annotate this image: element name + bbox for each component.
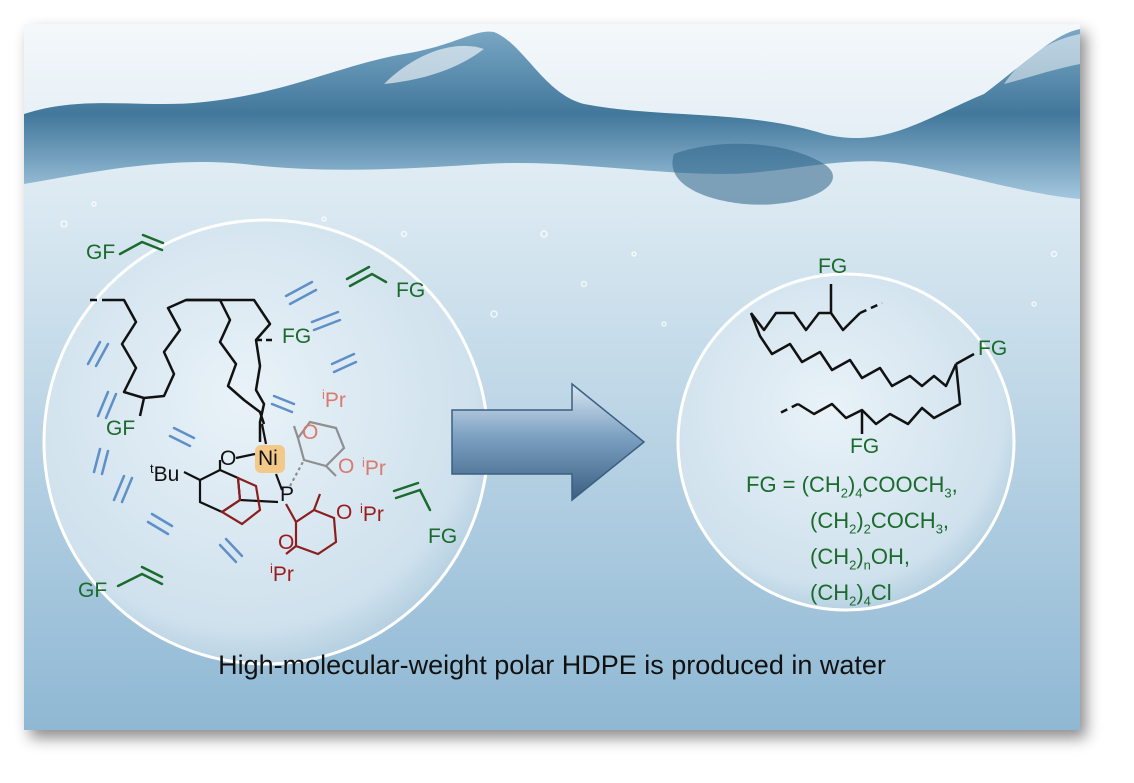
fg-definition-line-4: (CH2)4Cl bbox=[810, 580, 892, 609]
oxygen-right-label: O bbox=[336, 501, 353, 524]
monomer-label-fg-top-right: FG bbox=[396, 279, 426, 302]
figure-caption: High-molecular-weight polar HDPE is prod… bbox=[218, 650, 886, 680]
oxygen-mid-label: O bbox=[338, 455, 355, 478]
fg-definition-line-2: (CH2)2COCH3, bbox=[810, 508, 950, 537]
product-label-fg-mid: FG bbox=[978, 337, 1008, 360]
ipr-right-label: iPr bbox=[360, 501, 384, 526]
ni-highlight bbox=[255, 445, 285, 473]
figure-frame: GF FG FG GF FG GF Ni O P tBu O iPr O iPr… bbox=[24, 24, 1080, 730]
oxygen-upper-label: O bbox=[302, 421, 319, 444]
product-polymer-chain bbox=[749, 284, 975, 434]
polymer-chain bbox=[90, 298, 276, 442]
fg-definition-line-3: (CH2)nOH, bbox=[810, 544, 911, 573]
right-arrow-icon bbox=[451, 382, 646, 502]
chain-label-fg: FG bbox=[282, 325, 312, 348]
ipr-lower-label: iPr bbox=[270, 561, 294, 586]
wave-crest-right bbox=[1004, 34, 1080, 84]
monomer-label-gf-bottom-left: GF bbox=[78, 579, 108, 602]
water-surface bbox=[24, 29, 1080, 199]
nickel-atom-label: Ni bbox=[258, 447, 278, 470]
catalyst-aryl-red bbox=[219, 476, 338, 556]
product-label-fg-top: FG bbox=[818, 255, 848, 278]
oxygen-ni-label: O bbox=[220, 447, 237, 470]
ipr-mid-label: iPr bbox=[362, 455, 386, 480]
oxygen-lower-label: O bbox=[278, 531, 295, 554]
scene-svg bbox=[24, 24, 1080, 730]
wave-trough bbox=[672, 143, 833, 205]
monomer-label-fg-right: FG bbox=[428, 525, 458, 548]
monomer-label-gf-top-left: GF bbox=[86, 241, 116, 264]
right-product-circle bbox=[676, 272, 1016, 612]
ipr-upper-label: iPr bbox=[322, 387, 346, 412]
ethylene-monomers bbox=[86, 280, 358, 564]
catalyst-aryl-grey bbox=[289, 420, 346, 487]
product-label-fg-bottom: FG bbox=[850, 435, 880, 458]
phosphorus-label: P bbox=[280, 483, 295, 506]
fg-definition-line-1: FG = (CH2)4COOCH3, bbox=[746, 472, 958, 501]
wave-crest bbox=[384, 45, 484, 84]
chain-label-gf: GF bbox=[106, 417, 136, 440]
polar-vinyl-monomers bbox=[116, 233, 432, 588]
tbu-label: tBu bbox=[150, 461, 180, 486]
